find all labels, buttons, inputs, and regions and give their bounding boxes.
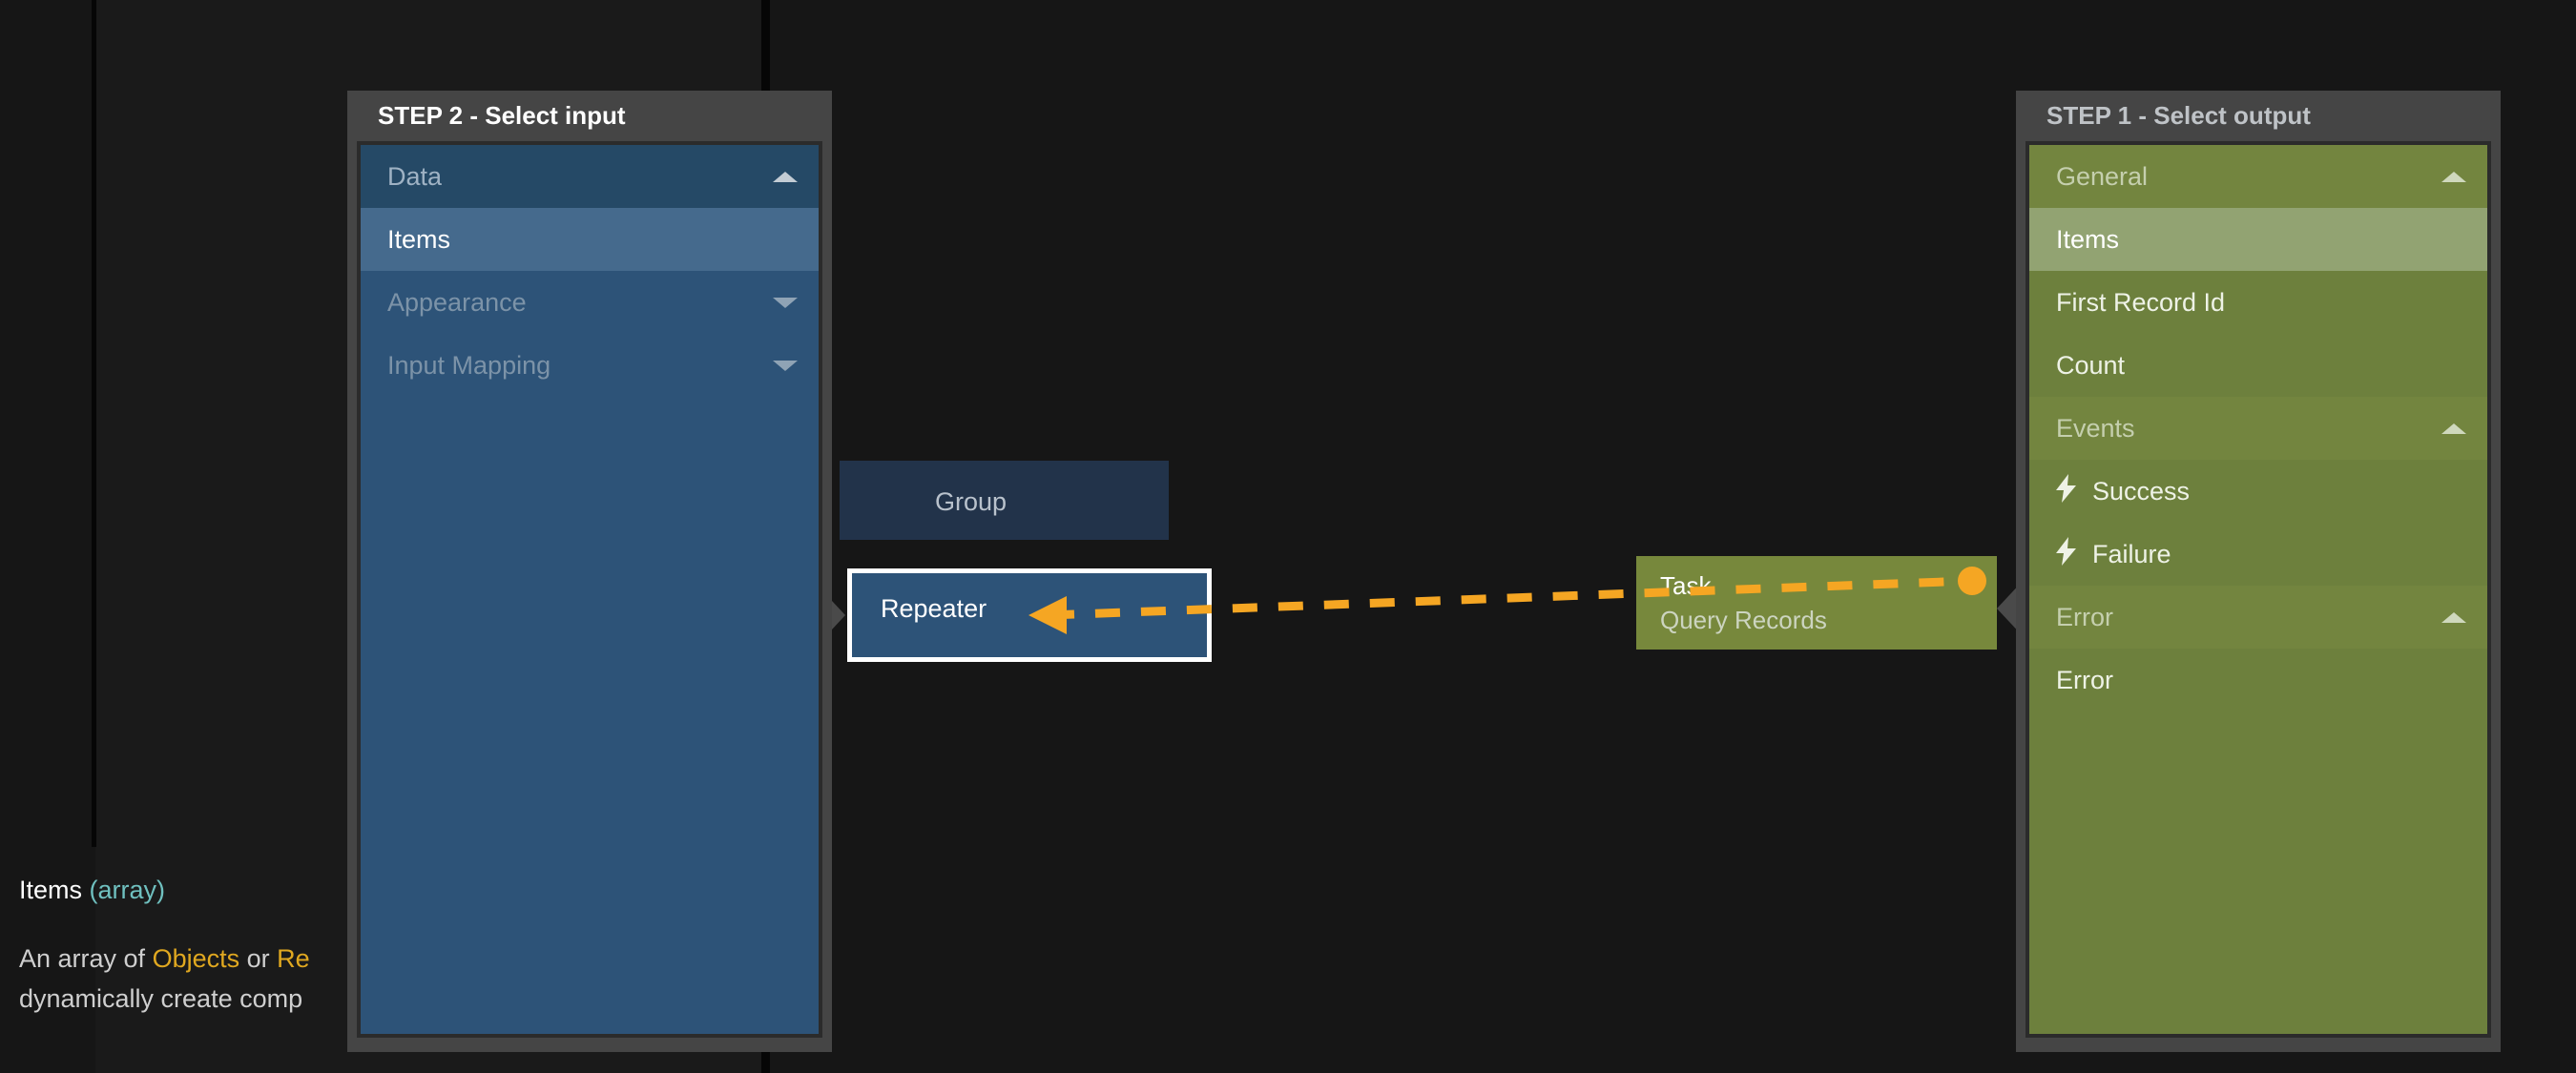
input-item-items-label: Items bbox=[387, 224, 451, 254]
output-item-count[interactable]: Count bbox=[2029, 334, 2487, 397]
output-item-first-record-id[interactable]: First Record Id bbox=[2029, 271, 2487, 334]
property-doc-text-2: or bbox=[239, 944, 278, 973]
property-doc-heading: Items (array) bbox=[19, 870, 744, 910]
property-doc-title: Items bbox=[19, 876, 83, 904]
output-section-general[interactable]: General bbox=[2029, 145, 2487, 208]
output-section-error[interactable]: Error bbox=[2029, 586, 2487, 649]
chevron-down-icon[interactable] bbox=[773, 360, 798, 371]
panel-output-header: STEP 1 - Select output bbox=[2016, 91, 2501, 141]
property-doc-token-records: Re bbox=[277, 944, 310, 973]
output-item-error[interactable]: Error bbox=[2029, 649, 2487, 712]
output-section-error-label: Error bbox=[2056, 602, 2113, 631]
property-doc-token-objects: Objects bbox=[152, 944, 240, 973]
node-repeater[interactable]: Repeater bbox=[847, 568, 1212, 662]
chevron-up-icon[interactable] bbox=[773, 171, 798, 182]
panel-input-body: Data Items Appearance Input Mapping bbox=[357, 141, 822, 1038]
canvas-divider-left bbox=[92, 0, 96, 847]
node-task-subtitle: Query Records bbox=[1660, 606, 1827, 634]
input-section-data-label: Data bbox=[387, 161, 443, 191]
panel-select-output[interactable]: STEP 1 - Select output General Items Fir… bbox=[2016, 91, 2501, 1052]
output-item-success-label: Success bbox=[2092, 476, 2191, 506]
input-section-data[interactable]: Data bbox=[361, 145, 819, 208]
input-section-input-mapping-label: Input Mapping bbox=[387, 350, 551, 380]
node-task[interactable]: Task Query Records bbox=[1636, 556, 1997, 650]
property-doc-text-3: dynamically create comp bbox=[19, 984, 303, 1013]
panel-output-body: General Items First Record Id Count Even… bbox=[2025, 141, 2491, 1038]
output-item-failure[interactable]: Failure bbox=[2029, 523, 2487, 586]
panel-input-header: STEP 2 - Select input bbox=[347, 91, 832, 141]
node-group[interactable]: Group bbox=[840, 461, 1169, 540]
property-doc-text-1: An array of bbox=[19, 944, 153, 973]
output-item-error-label: Error bbox=[2056, 665, 2113, 694]
output-section-events-label: Events bbox=[2056, 413, 2135, 443]
output-item-success[interactable]: Success bbox=[2029, 460, 2487, 523]
output-section-general-label: General bbox=[2056, 161, 2149, 191]
property-doc-body: An array of Objects or Re dynamically cr… bbox=[19, 939, 744, 1019]
input-section-input-mapping[interactable]: Input Mapping bbox=[361, 334, 819, 397]
property-doc: Items (array) An array of Objects or Re … bbox=[19, 870, 744, 1019]
node-repeater-title: Repeater bbox=[881, 594, 987, 623]
chevron-up-icon[interactable] bbox=[2441, 171, 2466, 182]
input-section-appearance-label: Appearance bbox=[387, 287, 527, 317]
property-doc-type: (array) bbox=[89, 876, 166, 904]
output-item-items-label: Items bbox=[2056, 224, 2120, 254]
chevron-up-icon[interactable] bbox=[2441, 611, 2466, 623]
chevron-down-icon[interactable] bbox=[773, 297, 798, 308]
output-item-count-label: Count bbox=[2056, 350, 2126, 380]
node-task-title: Task bbox=[1660, 571, 1712, 600]
input-item-items[interactable]: Items bbox=[361, 208, 819, 271]
output-item-items[interactable]: Items bbox=[2029, 208, 2487, 271]
input-section-appearance[interactable]: Appearance bbox=[361, 271, 819, 334]
output-section-events[interactable]: Events bbox=[2029, 397, 2487, 460]
chevron-up-icon[interactable] bbox=[2441, 423, 2466, 434]
bolt-icon bbox=[2056, 473, 2077, 509]
output-item-failure-label: Failure bbox=[2092, 539, 2171, 568]
output-item-first-record-id-label: First Record Id bbox=[2056, 287, 2226, 317]
bolt-icon bbox=[2056, 536, 2077, 572]
panel-select-input[interactable]: STEP 2 - Select input Data Items Appeara… bbox=[347, 91, 832, 1052]
node-group-title: Group bbox=[935, 487, 1008, 516]
